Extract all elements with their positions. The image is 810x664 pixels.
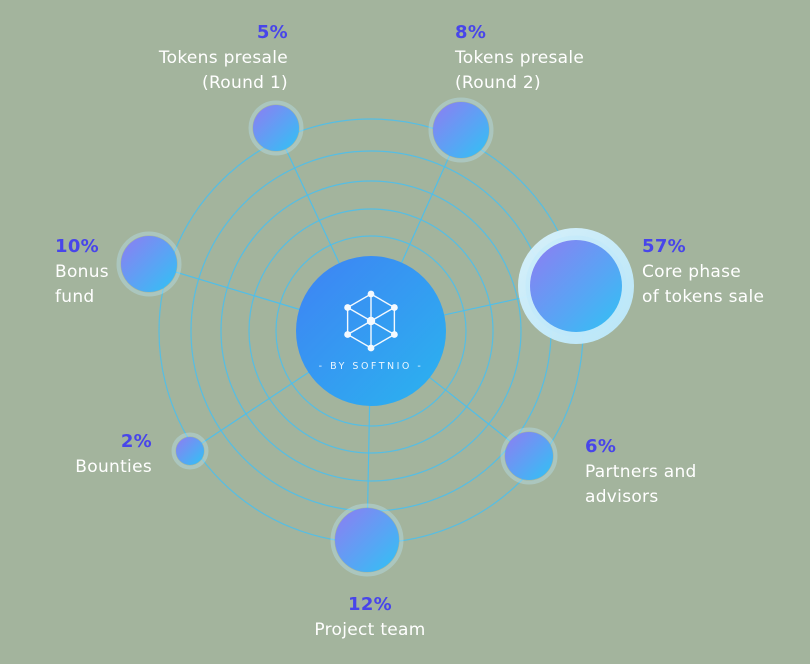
node-label-line: Tokens presale xyxy=(158,48,288,68)
node-label-line: fund xyxy=(55,287,95,307)
distribution-node: 57% Core phase of tokens sale xyxy=(518,228,764,344)
node-bubble xyxy=(176,437,204,465)
node-rim xyxy=(248,100,304,156)
network-hexagon-icon xyxy=(344,290,398,352)
distribution-node: 12% Project team xyxy=(314,503,425,640)
center-caption: - BY SOFTNIO - xyxy=(319,361,424,372)
node-bubble xyxy=(505,432,553,480)
node-rim xyxy=(428,97,494,163)
node-percent: 8% xyxy=(455,22,486,43)
node-label-line: Core phase xyxy=(642,262,741,282)
node-percent: 10% xyxy=(55,236,99,257)
node-bubble xyxy=(121,236,177,292)
node-percent: 5% xyxy=(257,22,288,43)
node-label-line: Bounties xyxy=(75,457,152,477)
node-bubble xyxy=(335,508,399,572)
distribution-node: 6% Partners and advisors xyxy=(500,427,697,507)
node-bubble xyxy=(530,240,622,332)
node-label-line: Partners and xyxy=(585,462,697,482)
node-label-line: Tokens presale xyxy=(454,48,584,68)
node-label-line: Bonus xyxy=(55,262,109,282)
node-label-line: Project team xyxy=(314,620,425,640)
node-percent: 6% xyxy=(585,436,616,457)
node-bubble xyxy=(433,102,489,158)
distribution-node: 2% Bounties xyxy=(75,431,209,477)
node-rim xyxy=(525,235,627,337)
distribution-node: 8% Tokens presale (Round 2) xyxy=(428,22,584,163)
node-rim xyxy=(330,503,404,577)
distribution-node: 10% Bonus fund xyxy=(55,231,182,307)
node-rim xyxy=(171,432,209,470)
distribution-node: 5% Tokens presale (Round 1) xyxy=(158,22,304,156)
node-label-line: advisors xyxy=(585,487,659,507)
orbit-ring xyxy=(275,235,467,427)
node-bubble xyxy=(253,105,299,151)
node-label-line: of tokens sale xyxy=(642,287,764,307)
node-rim xyxy=(500,427,558,485)
node-percent: 57% xyxy=(642,236,686,257)
orbit-ring xyxy=(220,180,522,482)
node-rim xyxy=(116,231,182,297)
node-percent: 12% xyxy=(348,594,392,615)
node-percent: 2% xyxy=(121,431,152,452)
node-label-line: (Round 1) xyxy=(202,73,288,93)
node-label-line: (Round 2) xyxy=(455,73,541,93)
orbit-ring xyxy=(248,208,494,454)
